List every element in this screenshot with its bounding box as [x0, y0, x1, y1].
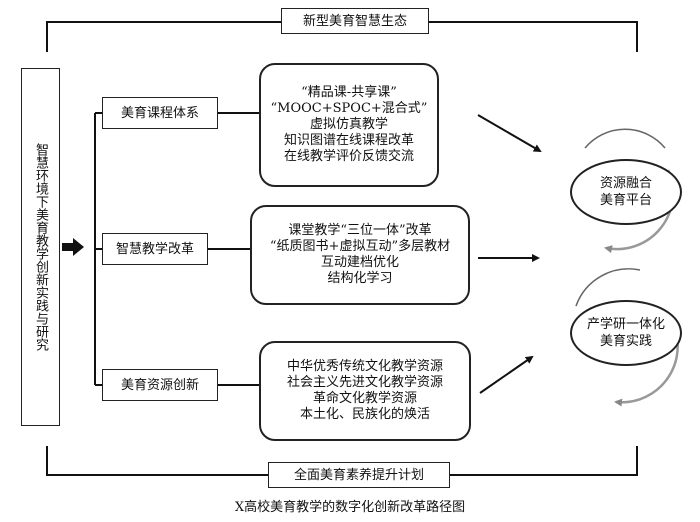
- bottom-title-text: 全面美育素养提升计划: [293, 467, 424, 483]
- arc-2a: [575, 268, 641, 307]
- circle-line: 美育平台: [599, 193, 652, 208]
- detail-line: “纸质图书+虚拟互动”多层教材: [269, 239, 451, 254]
- circle-line: 资源融合: [599, 176, 652, 191]
- category-label: 美育资源创新: [120, 377, 199, 393]
- detail-line: 课堂教学“三位一体”改革: [288, 223, 432, 238]
- arrow-top: [477, 114, 542, 153]
- tree-line: [94, 112, 102, 386]
- circle-line: 美育实践: [599, 334, 652, 349]
- detail-line: “精品课-共享课”: [301, 85, 397, 100]
- top-title: 新型美育智慧生态: [281, 8, 429, 34]
- circle-industry-practice: 产学研一体化 美育实践: [570, 300, 682, 366]
- detail-line: 知识图谱在线课程改革: [283, 133, 414, 148]
- circle-resource-platform: 资源融合 美育平台: [570, 159, 682, 225]
- category-box-resource-innovation: 美育资源创新: [102, 369, 218, 401]
- detail-line: “MOOC+SPOC+混合式”: [270, 101, 428, 116]
- main-topic-box: 智慧环境下美育教学创新实践与研究: [21, 68, 60, 426]
- detail-line: 虚拟仿真教学: [309, 117, 388, 132]
- category-label: 美育课程体系: [120, 105, 199, 121]
- detail-box-teaching-reform: 课堂教学“三位一体”改革 “纸质图书+虚拟互动”多层教材 互动建档优化 结构化学…: [250, 205, 470, 305]
- detail-line: 互动建档优化: [320, 255, 399, 270]
- detail-line: 在线教学评价反馈交流: [283, 149, 414, 164]
- category-box-course-system: 美育课程体系: [102, 97, 218, 129]
- detail-box-course-system: “精品课-共享课” “MOOC+SPOC+混合式” 虚拟仿真教学 知识图谱在线课…: [259, 63, 439, 187]
- arrow-bottom: [479, 355, 534, 394]
- detail-line: 社会主义先进文化教学资源: [286, 375, 443, 390]
- main-topic-text: 智慧环境下美育教学创新实践与研究: [33, 143, 48, 351]
- category-box-teaching-reform: 智慧教学改革: [102, 233, 208, 265]
- top-title-text: 新型美育智慧生态: [302, 13, 407, 29]
- bottom-title: 全面美育素养提升计划: [268, 462, 450, 488]
- figure-caption: X高校美育教学的数字化创新改革路径图: [234, 500, 466, 515]
- top-bracket: [46, 21, 638, 52]
- arc-1a: [584, 128, 666, 149]
- detail-line: 中华优秀传统文化教学资源: [286, 359, 443, 374]
- circle-line: 产学研一体化: [586, 317, 665, 332]
- category-label: 智慧教学改革: [115, 241, 194, 257]
- detail-line: 本土化、民族化的焕活: [299, 407, 430, 422]
- detail-line: 革命文化教学资源: [312, 391, 417, 406]
- main-arrow: [62, 238, 84, 256]
- detail-line: 结构化学习: [327, 271, 393, 286]
- detail-box-resource-innovation: 中华优秀传统文化教学资源 社会主义先进文化教学资源 革命文化教学资源 本土化、民…: [259, 341, 471, 441]
- bottom-bracket: [46, 446, 638, 476]
